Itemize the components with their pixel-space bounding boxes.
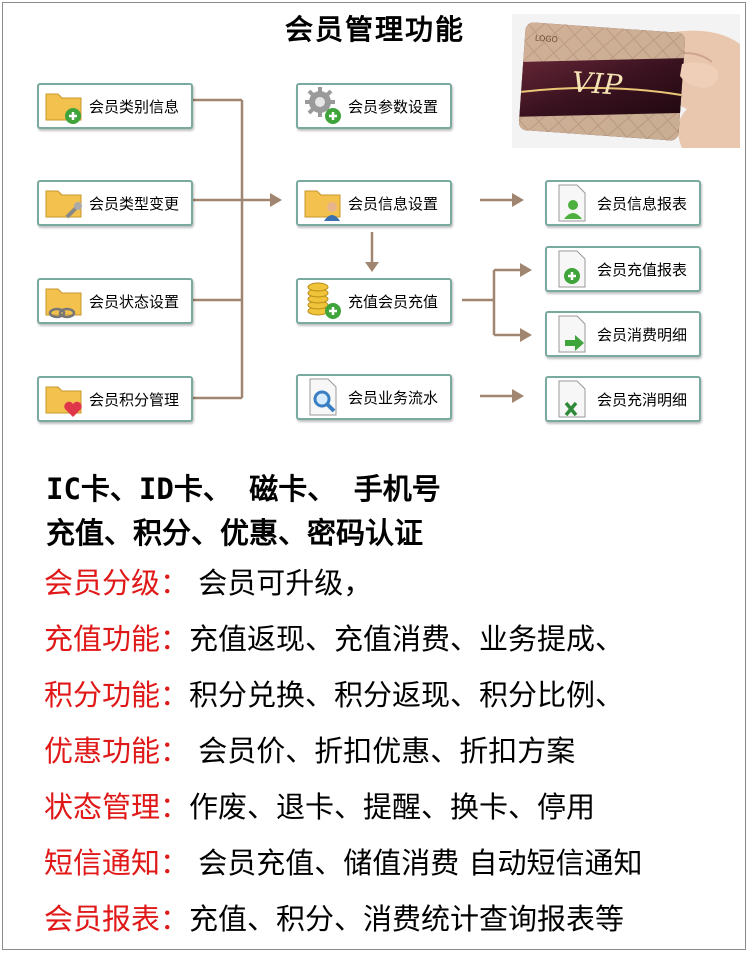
feature-key: 会员报表： xyxy=(44,902,190,936)
feature-key: 状态管理： xyxy=(44,790,190,824)
box-member-category: 会员类别信息 xyxy=(37,83,193,129)
box-label: 会员充消明细 xyxy=(597,390,688,409)
feature-value: 会员充值、储值消费 自动短信通知 xyxy=(189,846,643,880)
feature-row: 短信通知： 会员充值、储值消费 自动短信通知 xyxy=(44,840,642,882)
box-member-info-report: 会员信息报表 xyxy=(545,180,701,226)
box-label: 会员信息报表 xyxy=(597,194,688,213)
folder-wrench-icon xyxy=(45,190,82,219)
feature-row: 会员分级： 会员可升级， xyxy=(44,560,372,602)
feature-key: 优惠功能： xyxy=(44,734,190,768)
document-add-icon xyxy=(558,250,586,288)
gear-add-icon xyxy=(305,87,341,124)
feature-row: 状态管理：作废、退卡、提醒、换卡、停用 xyxy=(44,784,595,826)
feature-value: 充值、积分、消费统计查询报表等 xyxy=(189,902,625,936)
coins-add-icon xyxy=(307,282,341,319)
feature-value: 作废、退卡、提醒、换卡、停用 xyxy=(189,790,596,824)
document-search-icon xyxy=(309,378,337,416)
box-member-info-setting: 会员信息设置 xyxy=(296,180,452,226)
feature-key: 会员分级： xyxy=(44,566,190,600)
feature-key: 充值功能： xyxy=(44,622,190,656)
box-member-status-setting: 会员状态设置 xyxy=(37,278,193,324)
feature-row: 会员报表：充值、积分、消费统计查询报表等 xyxy=(44,896,624,938)
box-label: 会员状态设置 xyxy=(89,292,180,311)
box-label: 会员充值报表 xyxy=(597,260,688,279)
headline-line-1: IC卡、ID卡、 磁卡、 手机号 xyxy=(46,472,441,506)
feature-key: 积分功能： xyxy=(44,678,190,712)
box-recharge: 充值会员充值 xyxy=(296,278,452,324)
box-member-type-change: 会员类型变更 xyxy=(37,180,193,226)
feature-key: 短信通知： xyxy=(44,846,190,880)
box-member-params-setting: 会员参数设置 xyxy=(296,83,452,129)
box-member-recharge-report: 会员充值报表 xyxy=(545,246,701,292)
box-member-recharge-consume-detail: 会员充消明细 xyxy=(545,376,701,422)
box-member-points-manage: 会员积分管理 xyxy=(37,376,193,422)
box-label: 会员积分管理 xyxy=(89,390,180,409)
feature-value: 积分兑换、积分返现、积分比例、 xyxy=(189,678,625,712)
box-member-consume-detail: 会员消费明细 xyxy=(545,311,701,357)
box-label: 会员业务流水 xyxy=(348,388,439,407)
folder-add-icon xyxy=(45,93,82,124)
document-user-icon xyxy=(558,184,586,222)
feature-value: 会员可升级， xyxy=(189,566,373,600)
box-label: 会员信息设置 xyxy=(348,194,439,213)
box-member-business-flow: 会员业务流水 xyxy=(296,374,452,420)
feature-row: 积分功能：积分兑换、积分返现、积分比例、 xyxy=(44,672,624,714)
feature-value: 充值返现、充值消费、业务提成、 xyxy=(189,622,625,656)
box-label: 充值会员充值 xyxy=(348,292,439,311)
folder-heart-icon xyxy=(45,386,82,417)
box-label: 会员类别信息 xyxy=(89,97,180,116)
feature-row: 优惠功能： 会员价、折扣优惠、折扣方案 xyxy=(44,728,575,770)
box-label: 会员参数设置 xyxy=(348,97,439,116)
feature-value: 会员价、折扣优惠、折扣方案 xyxy=(189,734,576,768)
vip-card-logo: LOGO xyxy=(535,34,559,45)
vip-card-photo: VIP LOGO xyxy=(512,14,740,148)
folder-link-icon xyxy=(45,288,82,319)
folder-user-icon xyxy=(304,190,341,221)
connector-lines xyxy=(192,98,532,403)
page-title: 会员管理功能 xyxy=(284,13,465,46)
feature-row: 充值功能：充值返现、充值消费、业务提成、 xyxy=(44,616,624,658)
document-arrow-icon xyxy=(558,315,586,353)
headline-line-2: 充值、积分、优惠、密码认证 xyxy=(46,516,424,550)
document-excel-icon xyxy=(558,380,586,418)
box-label: 会员消费明细 xyxy=(597,325,688,344)
box-label: 会员类型变更 xyxy=(89,194,180,213)
vip-card-brand: VIP xyxy=(571,65,624,101)
